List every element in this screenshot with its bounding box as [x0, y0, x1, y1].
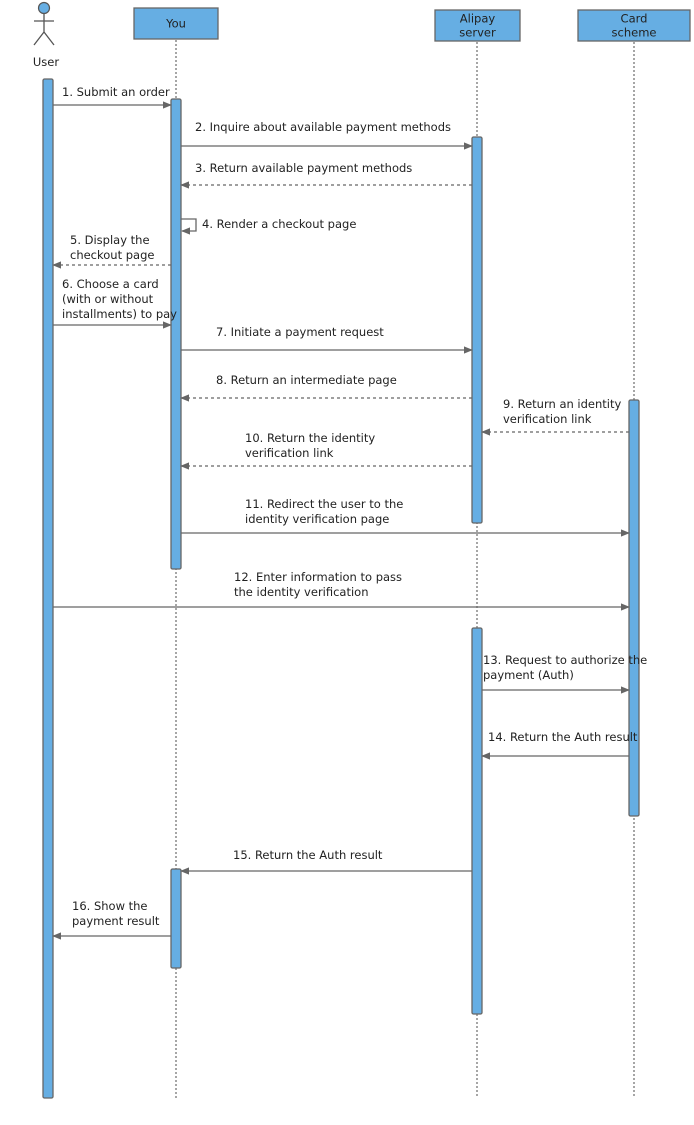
message-label: payment (Auth) [483, 668, 574, 682]
message-label: checkout page [70, 248, 154, 262]
message-label: (with or without [62, 292, 154, 306]
activation-bar-alipay [471, 627, 483, 1015]
activation-bar-you [170, 868, 182, 969]
message-label: 12. Enter information to pass [234, 570, 402, 584]
message-label: 15. Return the Auth result [233, 848, 383, 862]
participant-label-alipay: Alipay [460, 12, 496, 26]
participant-label-you: You [165, 17, 186, 31]
participant-box-alipay [434, 9, 521, 42]
message-label: 5. Display the [70, 233, 150, 247]
message-label: payment result [72, 914, 160, 928]
message-label: identity verification page [245, 512, 389, 526]
message-7: 7. Initiate a payment request [181, 325, 473, 354]
actor-body [33, 14, 55, 46]
message-3: 3. Return available payment methods [180, 161, 472, 189]
message-label: 11. Redirect the user to the [245, 497, 403, 511]
message-label: 9. Return an identity [503, 397, 622, 411]
activation-bar-alipay [471, 136, 483, 524]
message-4: 4. Render a checkout page [181, 217, 356, 235]
message-arrow [181, 218, 197, 235]
message-label: verification link [503, 412, 592, 426]
actor-head [37, 1, 51, 15]
message-15: 15. Return the Auth result [180, 848, 472, 875]
message-label: 6. Choose a card [62, 277, 159, 291]
message-label: 14. Return the Auth result [488, 730, 638, 744]
message-label: 4. Render a checkout page [202, 217, 356, 231]
message-label: installments) to pay [62, 307, 177, 321]
participant-box-card [577, 9, 691, 42]
message-label: 2. Inquire about available payment metho… [195, 120, 451, 134]
message-8: 8. Return an intermediate page [180, 373, 472, 402]
message-label: 16. Show the [72, 899, 148, 913]
message-label: the identity verification [234, 585, 369, 599]
message-6: 6. Choose a card(with or withoutinstallm… [53, 277, 177, 329]
participant-box-you [133, 7, 219, 40]
message-label: 1. Submit an order [62, 85, 170, 99]
message-label: 13. Request to authorize the [483, 653, 647, 667]
participant-label-alipay: server [459, 26, 496, 40]
message-label: 3. Return available payment methods [195, 161, 412, 175]
message-2: 2. Inquire about available payment metho… [181, 120, 473, 150]
message-label: 8. Return an intermediate page [216, 373, 397, 387]
activation-bar-card [628, 399, 640, 817]
message-14: 14. Return the Auth result [481, 730, 638, 760]
actor-icon [33, 1, 55, 46]
message-1: 1. Submit an order [53, 85, 172, 109]
participant-label-card: Card [621, 12, 648, 26]
participant-label-card: scheme [612, 26, 657, 40]
participant-label-user: User [33, 55, 59, 69]
activation-bar-user [42, 78, 54, 1099]
message-label: verification link [245, 446, 334, 460]
activation-bar-you [170, 98, 182, 570]
message-label: 7. Initiate a payment request [216, 325, 384, 339]
message-label: 10. Return the identity [245, 431, 375, 445]
